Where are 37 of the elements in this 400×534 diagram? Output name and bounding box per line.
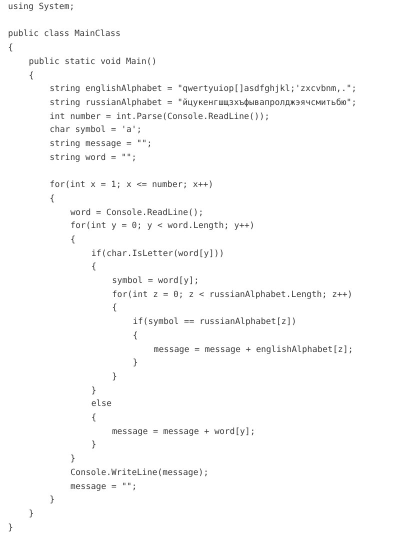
code-line: string message = ""; [50,139,152,150]
code-line: public static void Main() [28,56,157,68]
code-line: string russianAlphabet = "йцукенгшщзхъфывапролджэячсмитьбю"; [50,98,357,109]
code-line: else [91,399,112,410]
code-line: for(int y = 0; y < word.Length; y++) [70,221,255,232]
code-line: int number = int.Parse(Console.ReadLine()); [50,112,270,123]
code-line: public class MainClass [8,29,121,40]
code-line: using System; [8,2,75,13]
code-line: for(int z = 0; z < russianAlphabet.Length; z++) [112,290,353,301]
code-line: } [70,454,76,466]
code-line: message = message + englishAlphabet[z]; [154,344,354,356]
code-line: word = Console.ReadLine(); [70,208,204,218]
code-line: message = message + word[y]; [112,426,256,438]
code-line: message = ""; [70,482,137,492]
code-line: } [91,440,96,452]
code-line: { [70,234,76,246]
code-line: { [50,194,55,205]
code-line: string word = ""; [50,152,137,164]
code-line: char symbol = 'a'; [50,125,142,136]
code-line: for(int x = 1; x <= number; x++) [50,180,214,192]
code-line: Console.WriteLine(message); [70,468,209,479]
code-line: { [28,70,34,82]
code-line: { [112,303,118,314]
code-line: { [91,262,96,274]
code-line: { [132,330,138,342]
code-line: } [50,495,55,506]
code-line: } [8,522,14,534]
code-line: } [112,372,118,383]
code-line: } [132,358,138,370]
code-line: } [28,508,34,520]
code-line: symbol = word[y]; [112,276,199,287]
code-line: if(char.IsLetter(word[y])) [91,248,224,260]
code-line: { [91,413,96,424]
code-line: if(symbol == russianAlphabet[z]) [132,317,297,328]
code-line: { [8,43,14,54]
code-line: string englishAlphabet = "qwertyuiop[]asdfghjkl;'zxcvbnm,."; [50,84,357,96]
code-line: } [91,386,96,397]
